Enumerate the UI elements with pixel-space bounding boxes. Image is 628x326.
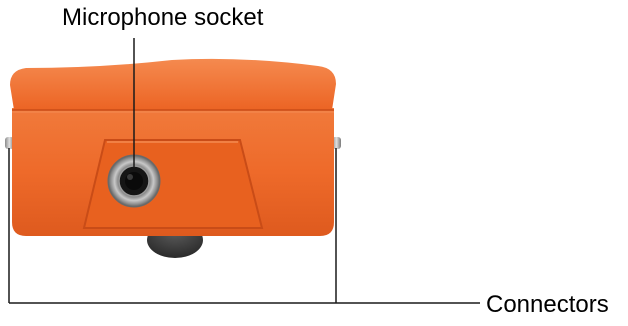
connectors-label: Connectors bbox=[486, 293, 609, 317]
microphone-socket-label: Microphone socket bbox=[62, 6, 263, 30]
